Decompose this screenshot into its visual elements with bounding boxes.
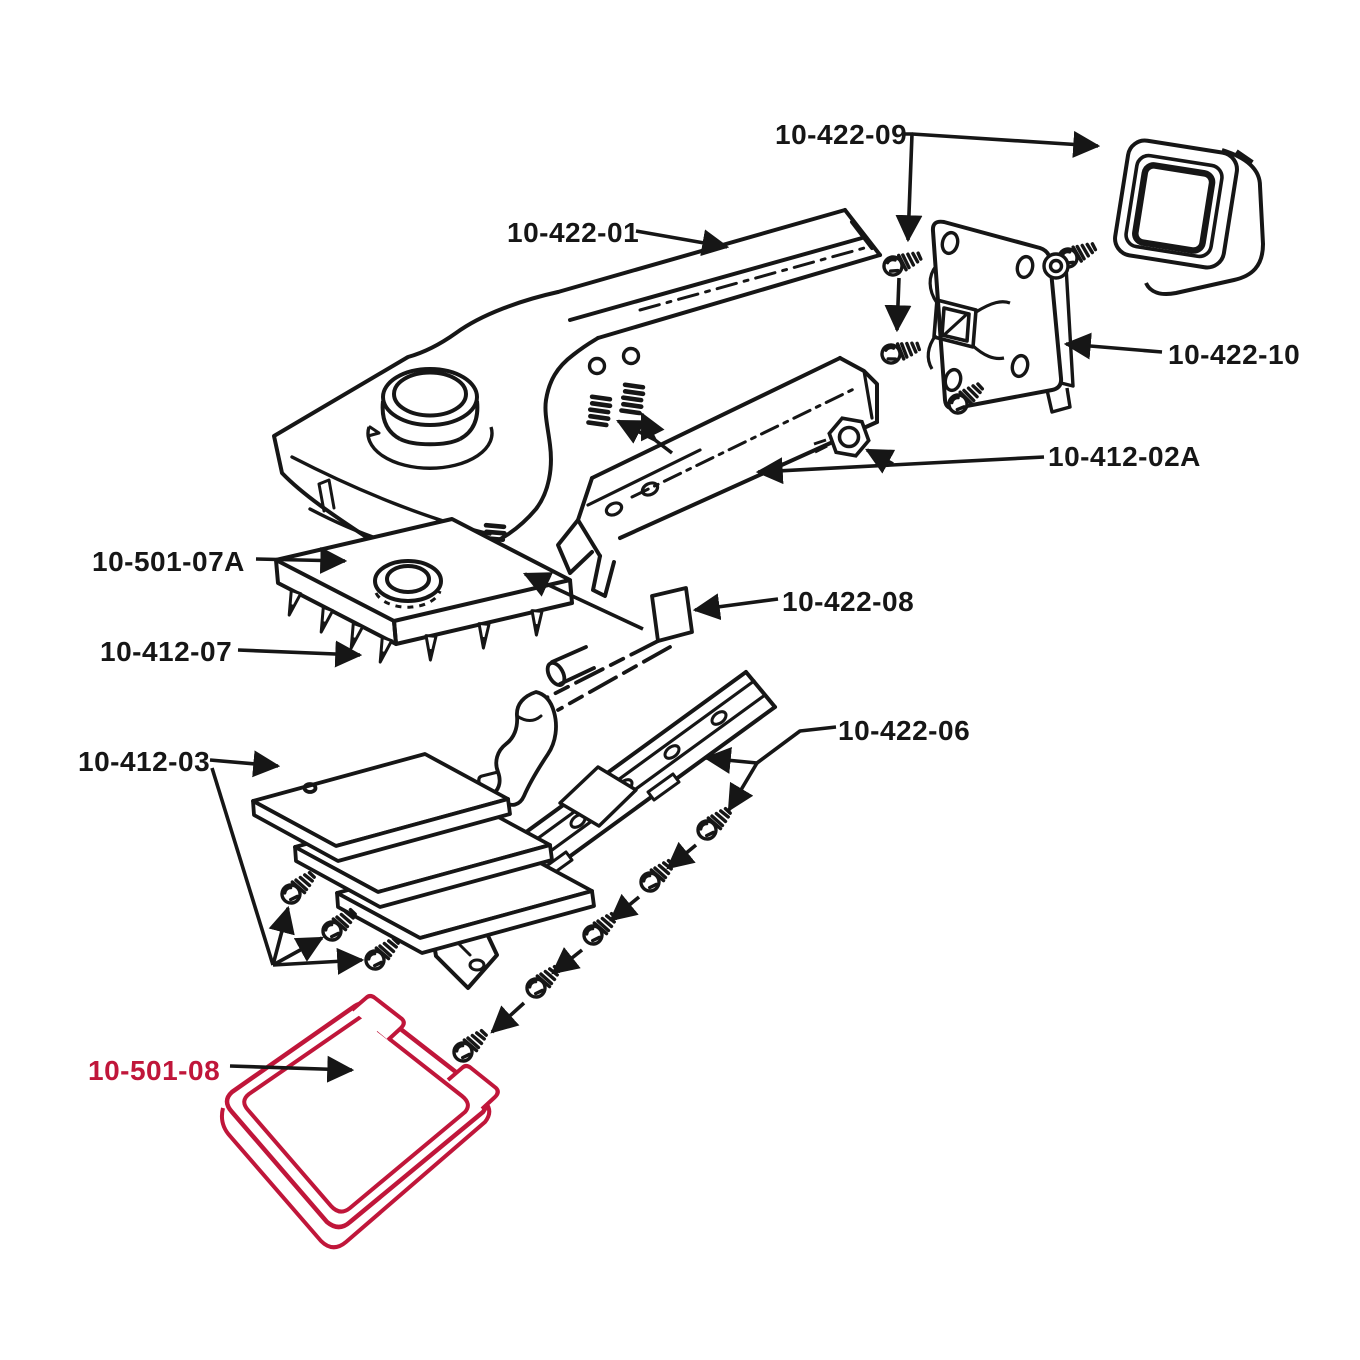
part-label-10-412-02A: 10-412-02A	[1048, 441, 1201, 472]
part-base-tray-highlighted	[219, 994, 500, 1250]
part-label-10-422-08: 10-422-08	[782, 586, 914, 617]
spring-and-ball-set	[484, 346, 674, 553]
part-label-10-501-07A: 10-501-07A	[92, 546, 245, 577]
part-label-10-412-03: 10-412-03	[78, 746, 210, 777]
callout-lines	[209, 130, 1163, 1083]
part-label-10-422-06: 10-422-06	[838, 715, 970, 746]
part-label-10-422-01: 10-422-01	[507, 217, 639, 248]
part-label-10-422-10: 10-422-10	[1168, 339, 1300, 370]
ball-bearing	[621, 346, 641, 366]
part-housing-cap	[366, 367, 494, 470]
ball-bearing	[587, 356, 607, 376]
part-labels: 10-422-09 10-422-01 10-422-10 10-412-02A…	[78, 119, 1300, 1086]
washer	[1042, 252, 1070, 280]
pad	[251, 752, 512, 863]
mounting-screws	[878, 236, 1100, 419]
part-spike-plate	[274, 517, 574, 666]
assembly-arrows	[551, 841, 698, 975]
rail-screw	[448, 1024, 492, 1067]
part-pads	[251, 752, 596, 955]
part-label-10-501-08-highlighted: 10-501-08	[88, 1055, 220, 1086]
part-mounting-plate	[926, 219, 1075, 414]
part-hex-nut	[813, 416, 871, 458]
part-label-10-422-09: 10-422-09	[775, 119, 907, 150]
part-label-10-412-07: 10-412-07	[100, 636, 232, 667]
part-link-rod	[477, 586, 694, 807]
pad	[335, 844, 596, 955]
assembly-arrow	[490, 1001, 526, 1034]
part-square-tube	[556, 356, 879, 598]
part-bezel-frame	[1113, 138, 1265, 296]
